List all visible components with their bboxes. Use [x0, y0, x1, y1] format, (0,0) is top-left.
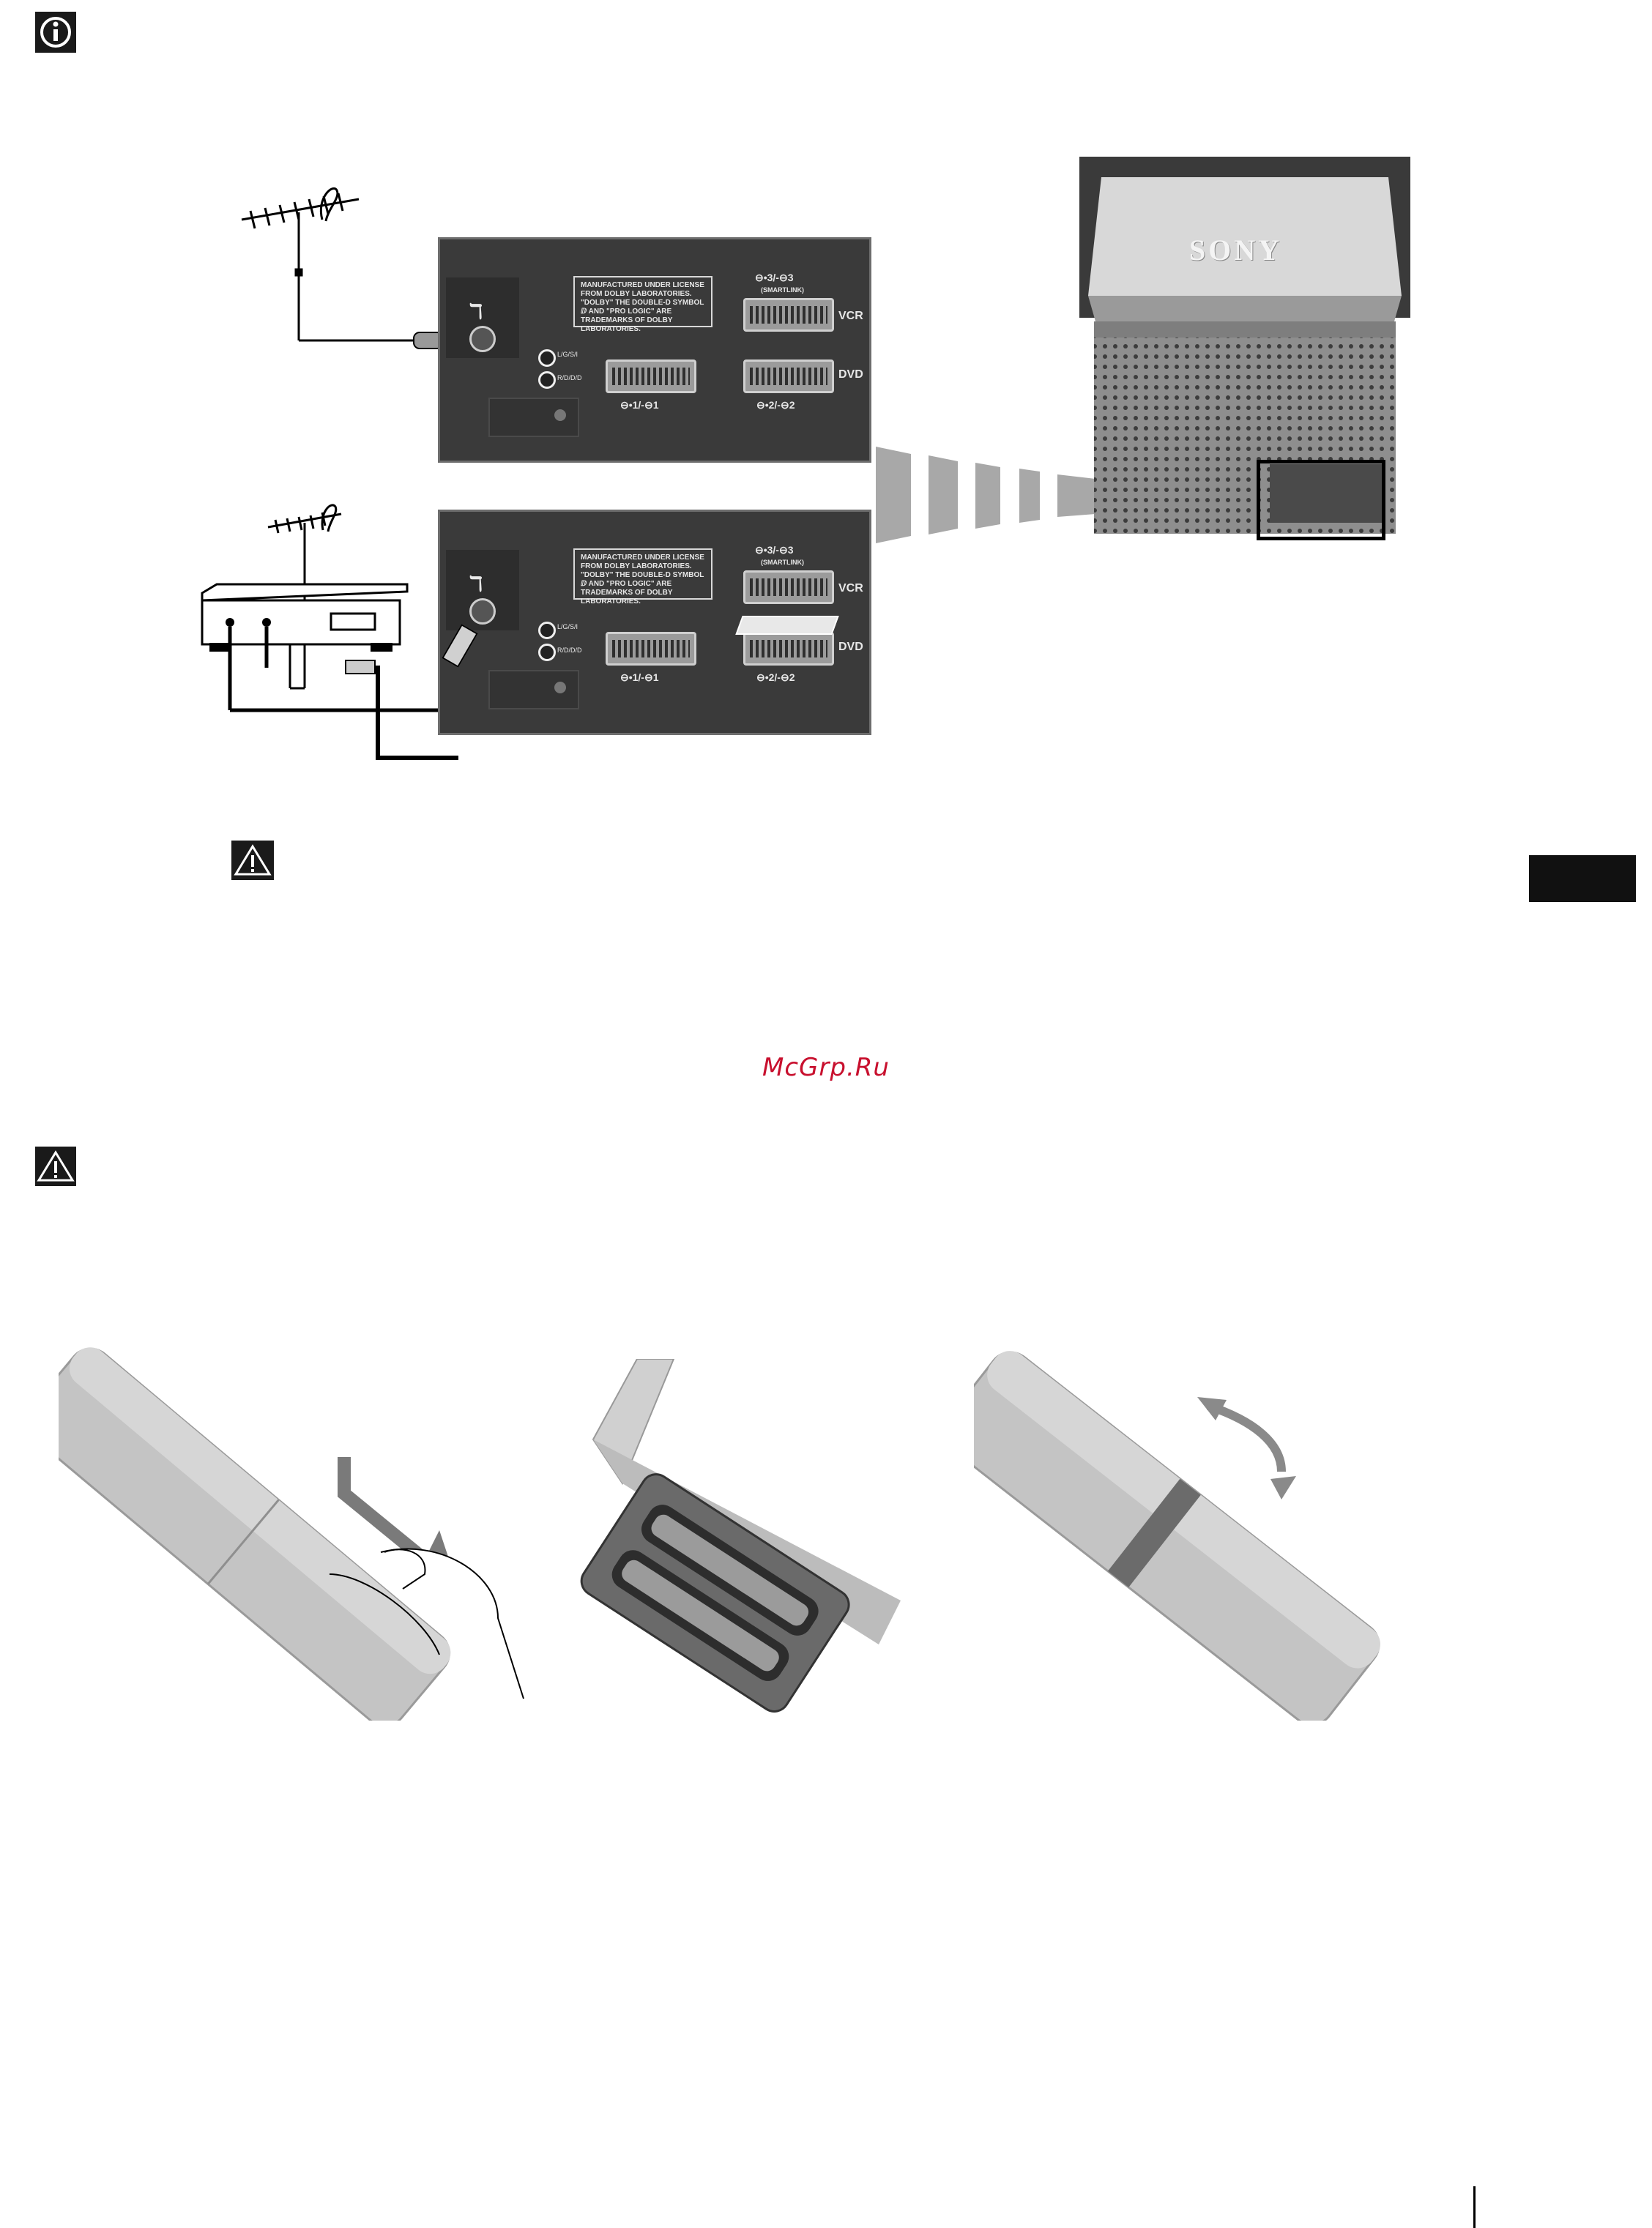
- dvd-label: DVD: [838, 368, 863, 381]
- antenna-plug: [442, 624, 478, 668]
- antenna-symbol: ℸ: [469, 300, 483, 323]
- screw: [554, 409, 566, 421]
- audio-r-jack: [538, 644, 556, 661]
- zoom-connector-graphic: [876, 447, 1095, 543]
- vcr-label: VCR: [838, 310, 863, 322]
- scart3-label: ⊖•3/-⊖3: [755, 272, 794, 283]
- vcr-label: VCR: [838, 582, 863, 595]
- tv-rear-panel-bottom: ℸ MANUFACTURED UNDER LICENSE FROM DOLBY …: [438, 510, 871, 735]
- section-tab: [1529, 855, 1636, 902]
- warning-icon: [231, 841, 274, 880]
- audio-r-label: R/D/D/D: [557, 647, 582, 654]
- antenna-decoder-illustration: [201, 504, 458, 760]
- tv-rear-panel-top: ℸ MANUFACTURED UNDER LICENSE FROM DOLBY …: [438, 237, 871, 463]
- watermark-text: McGrp.Ru: [762, 1053, 890, 1082]
- remote-batteries-illustration: [580, 1359, 901, 1713]
- scart1-connector: [606, 359, 696, 393]
- smartlink-label: (SMARTLINK): [761, 286, 804, 294]
- warning-icon: [35, 1147, 76, 1186]
- audio-l-label: L/G/S/I: [557, 351, 578, 358]
- scart3-label: ⊖•3/-⊖3: [755, 544, 794, 556]
- scart2-label: ⊖•2/-⊖2: [756, 399, 795, 411]
- page-marker-line: [1473, 2186, 1476, 2228]
- audio-r-label: R/D/D/D: [557, 374, 582, 381]
- audio-r-jack: [538, 371, 556, 389]
- antenna-jack: [469, 326, 496, 352]
- dolby-license-text: MANUFACTURED UNDER LICENSE FROM DOLBY LA…: [573, 276, 712, 333]
- scart-plug: [735, 616, 839, 635]
- antenna-top-illustration: [241, 187, 444, 349]
- audio-l-jack: [538, 622, 556, 639]
- info-icon: [35, 12, 76, 53]
- scart3-connector: [743, 298, 834, 332]
- scart1-label: ⊖•1/-⊖1: [620, 671, 659, 683]
- scart2-connector: [743, 632, 834, 666]
- audio-l-jack: [538, 349, 556, 367]
- dolby-license-text: MANUFACTURED UNDER LICENSE FROM DOLBY LA…: [573, 548, 712, 606]
- antenna-symbol: ℸ: [469, 573, 483, 595]
- remote-close-cover-illustration: [974, 1351, 1380, 1721]
- audio-l-label: L/G/S/I: [557, 623, 578, 630]
- sony-logo: SONY: [1189, 234, 1283, 267]
- antenna-jack: [469, 598, 496, 625]
- scart1-label: ⊖•1/-⊖1: [620, 399, 659, 411]
- remote-open-cover-illustration: [59, 1347, 524, 1721]
- screw: [554, 682, 566, 693]
- scart2-connector: [743, 359, 834, 393]
- scart3-connector: [743, 570, 834, 604]
- scart1-connector: [606, 632, 696, 666]
- dvd-label: DVD: [838, 641, 863, 653]
- smartlink-label: (SMARTLINK): [761, 559, 804, 566]
- tv-rear-photo: SONY: [1079, 157, 1410, 540]
- connector-highlight-frame: [1257, 460, 1385, 540]
- scart2-label: ⊖•2/-⊖2: [756, 671, 795, 683]
